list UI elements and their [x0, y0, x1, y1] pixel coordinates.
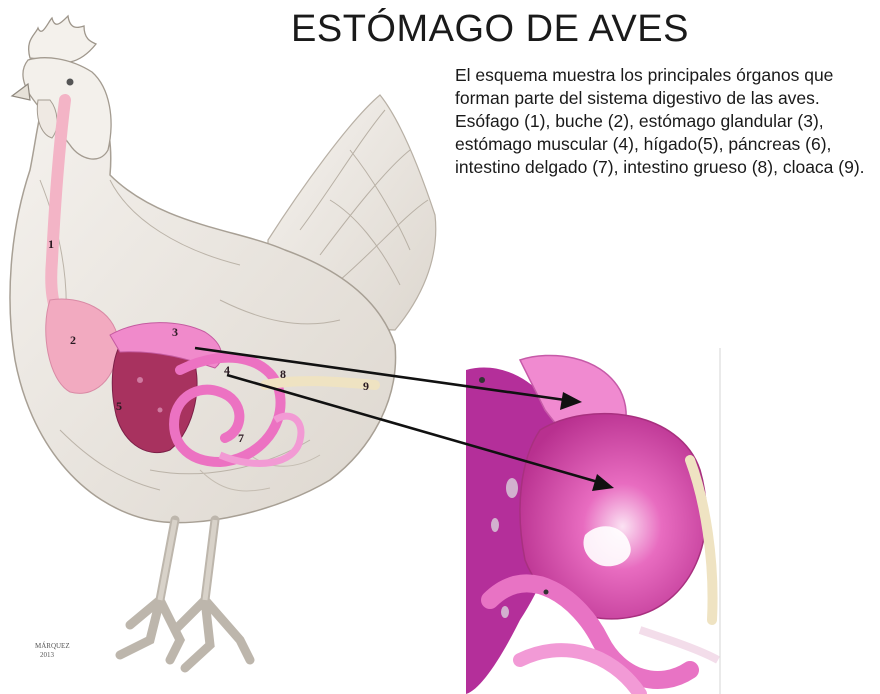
svg-text:MÁRQUEZ: MÁRQUEZ	[35, 642, 70, 650]
beak	[12, 84, 30, 100]
stomach-zoom-inset	[466, 348, 720, 694]
label-esophagus: 1	[48, 237, 54, 251]
label-large-intestine: 8	[280, 367, 286, 381]
label-liver: 5	[116, 399, 122, 413]
hen-legs	[120, 520, 250, 668]
artist-signature: MÁRQUEZ 2013	[35, 642, 70, 659]
label-glandular-stomach: 3	[172, 325, 178, 339]
large-intestine	[265, 381, 375, 385]
svg-text:2013: 2013	[40, 651, 55, 659]
label-cloaca: 9	[363, 379, 369, 393]
comb	[29, 16, 96, 62]
label-crop: 2	[70, 333, 76, 347]
label-small-intestine: 7	[238, 431, 244, 445]
eye	[67, 79, 74, 86]
